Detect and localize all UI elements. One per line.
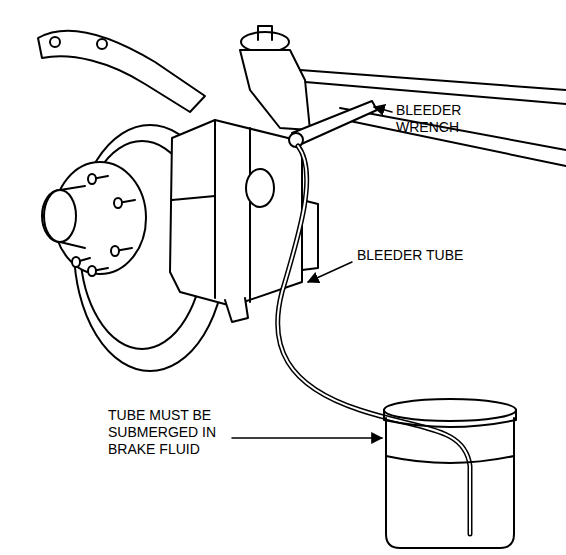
bleeder-wrench [292, 101, 377, 146]
frame-bar [305, 82, 566, 104]
caliper-seam [172, 196, 215, 200]
steering-knuckle [240, 50, 310, 130]
bolt [97, 39, 107, 49]
leader-arrow [374, 107, 392, 112]
note-label: TUBE MUST BE SUBMERGED IN BRAKE FLUID [108, 407, 226, 458]
leader-arrow [232, 437, 382, 439]
bolt [50, 37, 60, 47]
control-arm [38, 31, 205, 112]
bleeder-tube-core [278, 146, 470, 534]
caliper-seam [214, 120, 216, 298]
part-label: BLEEDER WRENCH [396, 102, 486, 136]
caliper-tab [225, 298, 248, 322]
caliper-piston-bump [246, 169, 274, 207]
ball-joint-stud [258, 26, 272, 40]
caliper-seam [249, 128, 251, 302]
bleeder-tube-outline [278, 146, 470, 534]
frame-bar [300, 70, 566, 90]
jar-rim [384, 399, 516, 421]
leader-arrow [308, 262, 352, 282]
brake-caliper [170, 120, 302, 306]
fluid-surface [386, 456, 514, 463]
hub-cap [42, 186, 85, 248]
jar-neck [384, 410, 516, 427]
hub-cap-end [44, 190, 76, 242]
jar-body [386, 418, 514, 548]
part-label: BLEEDER TUBE [357, 247, 507, 264]
lug-studs [72, 174, 135, 276]
